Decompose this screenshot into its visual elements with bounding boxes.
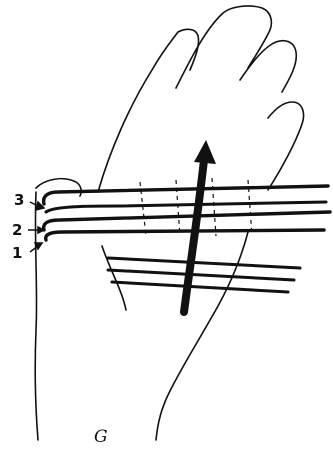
loop-2	[44, 212, 330, 230]
palm-strings	[108, 258, 300, 292]
loop-1	[46, 230, 324, 240]
loop-label-2: 2	[12, 221, 22, 239]
palm-string-1	[108, 258, 300, 268]
loop-label-3: 3	[14, 191, 24, 209]
palm-crease	[102, 246, 126, 310]
figure-caption: G	[94, 427, 108, 447]
arrowhead	[194, 140, 216, 164]
thumb-outline	[35, 179, 81, 440]
loop-label-1: 1	[12, 244, 22, 262]
loop-3-lower	[46, 202, 326, 212]
little-finger-outline	[268, 102, 304, 190]
palm-string-2	[108, 270, 294, 280]
palm-string-3	[112, 282, 288, 292]
middle-finger-outline	[176, 6, 271, 88]
hand-outline	[35, 6, 303, 440]
index-finger-outline	[98, 29, 199, 192]
string-loops	[44, 186, 330, 240]
